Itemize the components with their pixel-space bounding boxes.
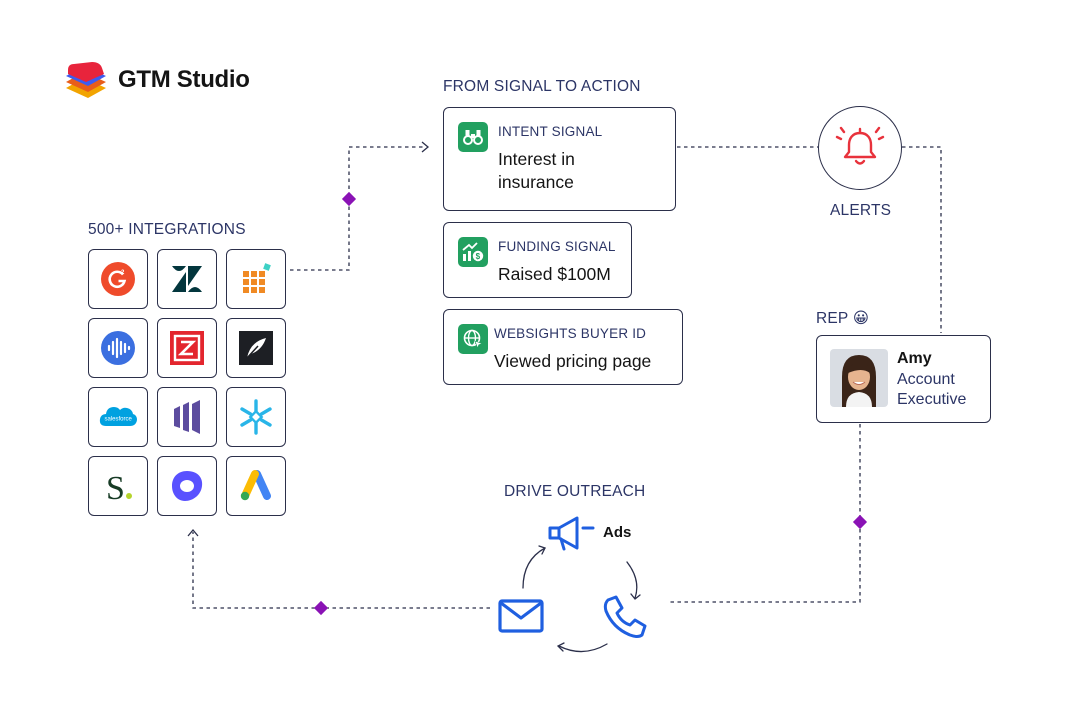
integration-tile-g2[interactable]: 2 [88, 249, 148, 309]
megaphone-icon[interactable] [547, 514, 597, 554]
connector-integrations-to-signals [290, 146, 426, 271]
marketo-icon [174, 400, 200, 434]
integrations-label: 500+ INTEGRATIONS [88, 221, 246, 238]
g2-icon: 2 [101, 262, 135, 296]
phone-icon[interactable] [600, 592, 650, 642]
snowflake-icon [240, 399, 272, 435]
integration-tile-salesforce[interactable]: salesforce [88, 387, 148, 447]
diamond-marker [313, 600, 329, 616]
integration-tile-grid-app[interactable] [226, 249, 286, 309]
gong-icon [101, 331, 135, 365]
diamond-marker [852, 514, 868, 530]
rep-role: Account Executive [897, 371, 967, 408]
integration-tile-gong[interactable] [88, 318, 148, 378]
integration-tile-feather-app[interactable] [226, 318, 286, 378]
websights-signal-card[interactable]: WEBSIGHTS BUYER ID Viewed pricing page [443, 309, 683, 385]
svg-text:2: 2 [121, 270, 125, 276]
cycle-arrow-to-phone [626, 561, 638, 599]
outreach-label: DRIVE OUTREACH [504, 483, 646, 500]
integrations-grid: 2 [88, 249, 290, 519]
svg-text:S: S [106, 470, 125, 504]
zoominfo-icon [170, 331, 204, 365]
integration-tile-zoominfo[interactable] [157, 318, 217, 378]
funding-chart-icon: $ [458, 237, 488, 267]
salesforce-icon: salesforce [99, 407, 137, 426]
alerts-node[interactable] [818, 106, 902, 190]
funding-signal-card[interactable]: $ FUNDING SIGNAL Raised $100M [443, 222, 632, 298]
funding-signal-value: Raised $100M [498, 264, 611, 284]
connector-alerts-to-rep [902, 146, 942, 333]
intent-signal-card[interactable]: INTENT SIGNAL Interest in insurance [443, 107, 676, 211]
connector-rep-to-outreach [668, 424, 861, 603]
globe-cursor-icon [458, 324, 488, 354]
integration-tile-outreach[interactable] [157, 456, 217, 516]
integration-tile-s-app[interactable]: S [88, 456, 148, 516]
s-app-icon: S [106, 470, 132, 504]
svg-text:salesforce: salesforce [105, 417, 133, 423]
intent-signal-caption: INTENT SIGNAL [498, 124, 603, 139]
ads-label: Ads [603, 524, 632, 541]
connector-outreach-to-integrations [192, 532, 490, 609]
bell-icon [835, 126, 885, 165]
integration-tile-marketo[interactable] [157, 387, 217, 447]
google-ads-icon [240, 470, 271, 501]
zendesk-icon [172, 266, 202, 292]
feather-app-icon [239, 331, 273, 365]
integration-tile-snowflake[interactable] [226, 387, 286, 447]
outreach-icon [172, 471, 203, 501]
websights-signal-value: Viewed pricing page [494, 351, 652, 371]
rep-label: REP 😀 [816, 310, 870, 327]
intent-signal-value: Interest in insurance [498, 149, 575, 192]
gtm-studio-logo-icon [66, 62, 106, 98]
grid-app-icon [243, 263, 271, 293]
avatar [830, 349, 888, 407]
alerts-label: ALERTS [830, 202, 892, 219]
email-icon[interactable] [496, 598, 546, 636]
brand-name: GTM Studio [118, 66, 250, 93]
integration-tile-zendesk[interactable] [157, 249, 217, 309]
binoculars-icon [458, 122, 488, 152]
funding-signal-caption: FUNDING SIGNAL [498, 239, 616, 254]
outreach-cycle [522, 545, 641, 653]
cycle-arrow-to-ads [522, 547, 546, 589]
integration-tile-google-ads[interactable] [226, 456, 286, 516]
arrowhead-to-signals [421, 141, 430, 153]
cycle-arrow-to-email [558, 643, 608, 653]
svg-text:$: $ [476, 252, 481, 261]
signals-label: FROM SIGNAL TO ACTION [443, 78, 641, 95]
websights-signal-caption: WEBSIGHTS BUYER ID [494, 326, 647, 341]
rep-name: Amy [897, 350, 932, 367]
diamond-marker [341, 191, 357, 207]
arrowhead-to-integrations [187, 528, 199, 537]
rep-card[interactable]: Amy Account Executive [816, 335, 991, 423]
